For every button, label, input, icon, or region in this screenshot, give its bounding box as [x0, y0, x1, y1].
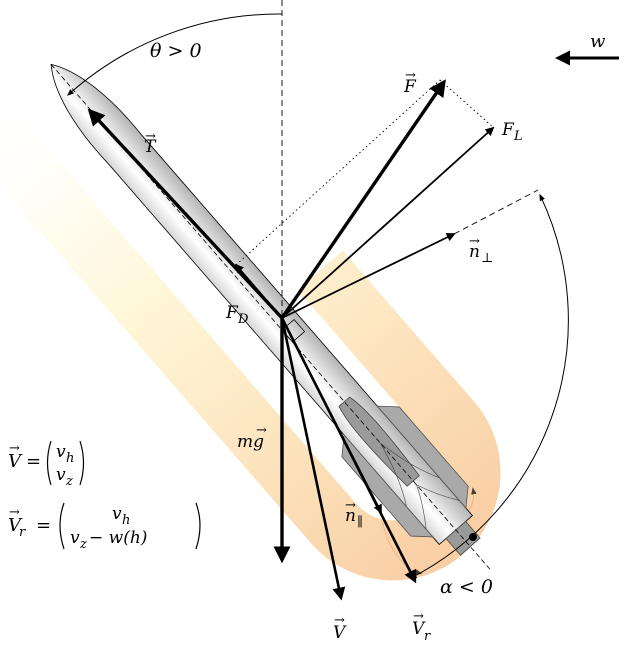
- projection-line-lift: [439, 79, 495, 129]
- svg-text:v: v: [70, 528, 80, 548]
- svg-text:→: →: [345, 498, 356, 513]
- svg-text:v: v: [56, 442, 66, 462]
- relative-velocity-vector: [280, 317, 417, 584]
- svg-text:V: V: [8, 451, 23, 472]
- n-par-label: n → ∥: [345, 498, 363, 530]
- svg-text:L: L: [513, 129, 523, 144]
- rocket: [50, 63, 493, 572]
- svg-text:→: →: [405, 68, 416, 83]
- svg-text:T: T: [144, 137, 157, 157]
- lift-vector: [281, 126, 495, 319]
- n-perp-extension: [453, 189, 539, 235]
- relative-velocity-equation: V → r = v h v z − w(h): [8, 502, 201, 552]
- svg-text:v: v: [112, 504, 122, 524]
- svg-text:V: V: [333, 623, 347, 643]
- svg-text:n: n: [345, 506, 356, 526]
- svg-text:z: z: [79, 537, 87, 552]
- svg-text:∥: ∥: [357, 515, 363, 530]
- alpha-pivot-dot: [469, 533, 477, 541]
- svg-text:v: v: [56, 465, 66, 485]
- drag-vector: [234, 263, 283, 319]
- svg-text:=: =: [36, 515, 51, 536]
- alpha-label: α < 0: [440, 576, 493, 598]
- svg-text:r: r: [424, 629, 431, 644]
- svg-text:⊥: ⊥: [481, 251, 493, 266]
- svg-text:F: F: [501, 120, 515, 140]
- svg-text:→: →: [9, 441, 20, 456]
- velocity-label: V →: [333, 613, 347, 643]
- svg-text:r: r: [19, 525, 26, 540]
- lift-label: F L: [501, 120, 523, 144]
- svg-text:D: D: [237, 312, 249, 327]
- drag-label: F D: [225, 303, 249, 327]
- theta-label: θ > 0: [150, 40, 202, 62]
- svg-text:n: n: [469, 242, 480, 262]
- right-angle-mark: [281, 318, 306, 343]
- thrust-label: T →: [144, 129, 157, 157]
- velocity-vector: [280, 317, 346, 601]
- velocity-equation: V → = v h v z: [8, 440, 85, 489]
- svg-text:z: z: [65, 474, 73, 489]
- svg-text:→: →: [469, 234, 480, 249]
- svg-text:F: F: [403, 77, 417, 97]
- thrust-vector: [87, 108, 284, 320]
- force-label: F →: [403, 68, 417, 97]
- svg-text:→: →: [9, 505, 20, 520]
- svg-text:→: →: [145, 129, 156, 144]
- svg-text:h: h: [122, 513, 130, 528]
- svg-text:→: →: [413, 609, 424, 624]
- svg-text:− w(h): − w(h): [89, 528, 147, 548]
- force-vector: [280, 79, 446, 319]
- svg-text:h: h: [66, 451, 74, 466]
- theta-arc: [66, 13, 283, 96]
- n-perp-label: n → ⊥: [469, 234, 493, 266]
- svg-text:V: V: [8, 515, 23, 536]
- svg-text:V: V: [412, 619, 426, 639]
- svg-text:→: →: [334, 613, 345, 628]
- svg-text:F: F: [225, 303, 239, 323]
- svg-text:mg: mg: [237, 432, 264, 452]
- svg-text:=: =: [26, 451, 41, 472]
- alpha-arc: [409, 193, 569, 579]
- svg-text:→: →: [256, 423, 267, 438]
- weight-label: mg →: [237, 423, 267, 452]
- wind-label: w: [590, 31, 606, 52]
- projection-line-drag: [235, 79, 441, 266]
- relative-velocity-label: V → r: [412, 609, 431, 644]
